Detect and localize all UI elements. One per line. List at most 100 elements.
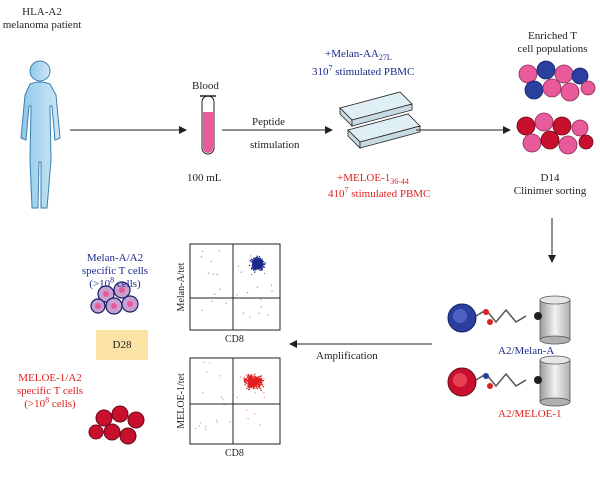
flow-plot-melan: [189, 243, 281, 331]
flow-event-dot: [253, 257, 255, 260]
flow-event-dot: [258, 378, 260, 380]
flow-event-dot: [260, 377, 262, 380]
flow-event-dot: [251, 273, 253, 276]
flow-event-dot: [244, 381, 247, 384]
meloe-pbmc-label: 4107 stimulated PBMC: [328, 185, 431, 200]
flow-event-dot: [243, 379, 246, 381]
flow-event-dot: [212, 273, 214, 275]
flow-event-dot: [216, 421, 219, 424]
flow-event-dot: [259, 387, 261, 390]
flow-event-dot: [255, 264, 257, 266]
flow-event-dot: [251, 267, 253, 269]
flow-event-dot: [253, 379, 255, 381]
flow-event-dot: [216, 274, 218, 276]
stimulation-label: stimulation: [250, 139, 300, 151]
flow-event-dot: [246, 376, 249, 379]
flow-event-dot: [259, 375, 262, 378]
flow-event-dot: [250, 255, 252, 257]
flow-event-dot: [237, 265, 240, 267]
flow-event-dot: [264, 261, 266, 264]
flow-event-dot: [256, 255, 258, 257]
flow-event-dot: [271, 284, 273, 286]
flow-event-dot: [262, 380, 265, 382]
flow-event-dot: [256, 377, 258, 379]
flow-event-dot: [258, 267, 261, 270]
flow-event-dot: [260, 382, 263, 385]
flow-event-dot: [258, 384, 260, 386]
flow-event-dot: [256, 387, 259, 390]
flow-event-dot: [260, 306, 262, 308]
flow-event-dot: [259, 266, 261, 268]
flow-event-dot: [239, 376, 241, 378]
flow-event-dot: [259, 424, 261, 426]
plot-bottom-ylabel: MELOE-1/tet: [176, 373, 187, 429]
flow-event-dot: [249, 381, 251, 383]
flow-event-dot: [251, 383, 254, 386]
flow-event-dot: [204, 426, 207, 428]
flow-event-dot: [254, 271, 256, 273]
flow-event-dot: [257, 382, 259, 384]
flow-event-dot: [255, 376, 257, 378]
flow-event-dot: [216, 419, 218, 421]
flow-event-dot: [253, 386, 256, 388]
flow-event-dot: [255, 388, 257, 390]
flow-event-dot: [247, 373, 249, 376]
flow-event-dot: [257, 380, 259, 382]
flow-event-dot: [254, 259, 256, 262]
flow-event-dot: [201, 309, 203, 311]
flow-event-dot: [260, 261, 262, 263]
flow-event-dot: [248, 264, 251, 267]
flow-event-dot: [250, 374, 253, 376]
flow-event-dot: [244, 384, 246, 386]
flow-event-dot: [250, 258, 253, 260]
flow-event-dot: [258, 259, 260, 261]
flow-event-dot: [236, 396, 238, 398]
meloe-cells-icon: [88, 405, 145, 445]
flow-event-dot: [249, 383, 252, 386]
flow-event-dot: [264, 263, 266, 266]
flow-event-dot: [261, 261, 263, 264]
flow-event-dot: [262, 263, 264, 265]
flow-event-dot: [203, 361, 205, 363]
flow-event-dot: [253, 262, 255, 265]
blood-volume: 100 mL: [187, 172, 222, 184]
flow-event-dot: [201, 250, 204, 253]
culture-plate-icon: [347, 113, 421, 149]
flow-event-dot: [254, 379, 257, 381]
d28-badge: D28: [96, 330, 148, 360]
flow-event-dot: [260, 389, 262, 392]
enriched-red-cells-icon: [516, 112, 594, 155]
plot-top-ylabel: Melan-A/tet: [176, 262, 187, 311]
flow-event-dot: [247, 418, 249, 420]
flow-event-dot: [250, 376, 253, 378]
flow-event-dot: [258, 255, 261, 258]
flow-event-dot: [261, 384, 263, 386]
flow-event-dot: [256, 382, 258, 384]
flow-event-dot: [252, 375, 254, 378]
flow-event-dot: [263, 377, 265, 380]
flow-event-dot: [261, 259, 264, 262]
flow-event-dot: [245, 409, 248, 411]
flow-event-dot: [263, 396, 266, 398]
plot-bottom-xlabel: CD8: [225, 448, 244, 459]
flow-event-dot: [260, 263, 262, 265]
flow-event-dot: [242, 312, 244, 314]
flow-event-dot: [247, 291, 249, 294]
flow-event-dot: [218, 250, 220, 252]
flow-event-dot: [246, 387, 248, 390]
flow-event-dot: [222, 398, 224, 400]
flow-event-dot: [256, 378, 259, 381]
flow-event-dot: [194, 428, 197, 430]
flow-event-dot: [257, 375, 260, 378]
flow-event-dot: [271, 290, 273, 292]
flow-event-dot: [258, 386, 260, 389]
flow-event-dot: [208, 362, 211, 364]
flow-event-dot: [249, 316, 251, 318]
flow-event-dot: [223, 404, 225, 406]
flow-event-dot: [254, 413, 256, 415]
flow-event-dot: [252, 381, 254, 384]
plot-top-xlabel: CD8: [225, 334, 244, 345]
